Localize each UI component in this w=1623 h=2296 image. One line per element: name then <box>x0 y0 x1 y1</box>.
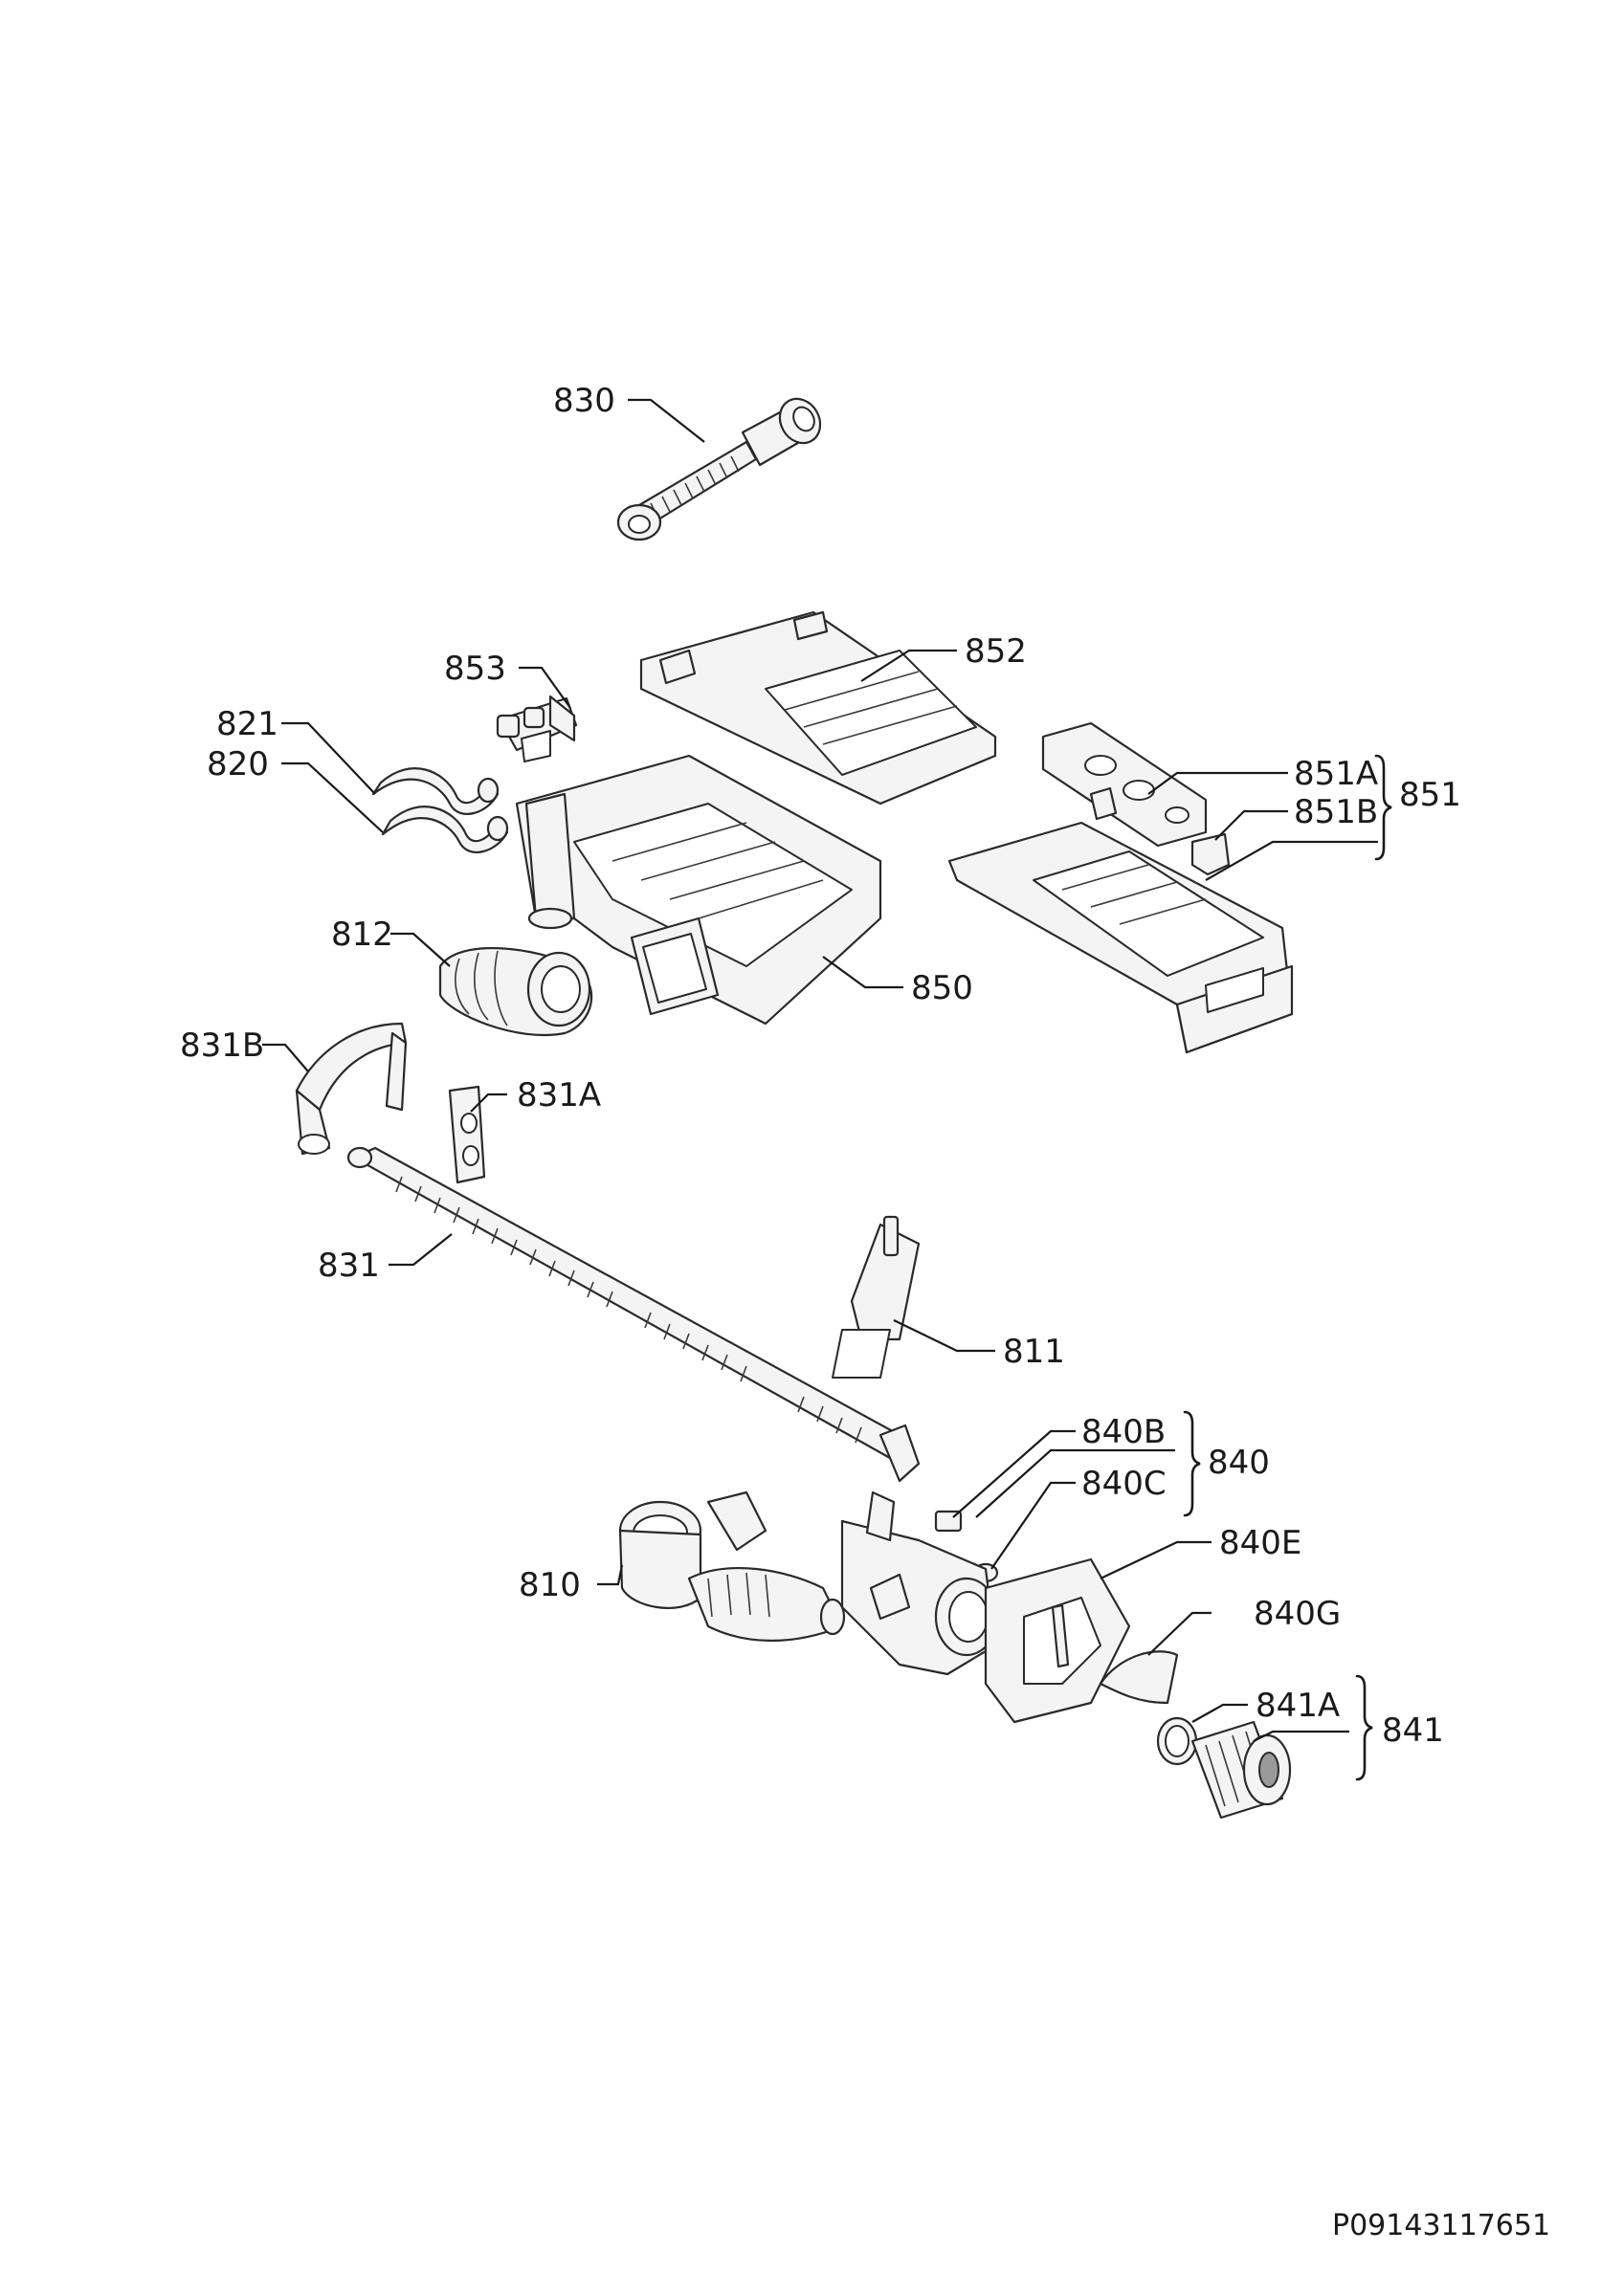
label-831: 831 <box>318 1247 380 1285</box>
part-852-dispenser-lid-drawing <box>639 610 997 806</box>
part-841A-seal-ring-drawing <box>1156 1716 1198 1766</box>
label-821: 821 <box>216 705 278 743</box>
label-851B: 851B <box>1294 793 1378 831</box>
label-850: 850 <box>911 969 973 1007</box>
label-840: 840 <box>1208 1444 1270 1482</box>
label-820: 820 <box>207 745 269 784</box>
label-840C: 840C <box>1081 1465 1167 1503</box>
label-831B: 831B <box>180 1027 264 1065</box>
label-840B: 840B <box>1081 1413 1166 1451</box>
leader-lines <box>262 398 1392 1781</box>
part-853-valve-drawing <box>496 695 578 762</box>
part-830-inlet-hose-drawing <box>616 397 822 541</box>
brace-851 <box>1374 754 1392 861</box>
label-841A: 841A <box>1256 1687 1340 1725</box>
part-851A-handle-drawing <box>1041 721 1208 848</box>
label-830: 830 <box>553 382 615 420</box>
part-851B-clip-drawing <box>1190 832 1231 876</box>
part-831-drain-hose-drawing <box>346 1146 921 1483</box>
label-831A: 831A <box>517 1076 601 1115</box>
brace-841 <box>1355 1674 1373 1781</box>
label-841: 841 <box>1382 1711 1444 1750</box>
part-851-drawer-drawing <box>947 821 1294 1054</box>
part-840-pump-drawing <box>840 1490 999 1676</box>
part-840E-housing-drawing <box>984 1557 1131 1724</box>
label-810: 810 <box>519 1566 581 1604</box>
label-851A: 851A <box>1294 755 1378 793</box>
part-labels: 830 853 852 821 820 851A 851B 851 812 85… <box>180 382 1550 2242</box>
label-853: 853 <box>444 650 506 688</box>
part-840G-cover-drawing <box>1099 1650 1179 1705</box>
part-841-filter-drawing <box>1190 1720 1292 1820</box>
part-810-sump-drawing <box>618 1490 846 1643</box>
part-811-connector-drawing <box>832 1215 921 1379</box>
part-820-821-hoses-drawing <box>371 767 509 853</box>
label-840E: 840E <box>1219 1524 1301 1562</box>
label-852: 852 <box>965 632 1027 671</box>
part-850-dispenser-housing-drawing <box>515 754 882 1026</box>
part-831B-hose-guide-drawing <box>295 1022 408 1156</box>
document-code: P09143117651 <box>1332 2209 1550 2242</box>
label-811: 811 <box>1003 1333 1065 1371</box>
label-851: 851 <box>1399 776 1461 814</box>
brace-840 <box>1183 1410 1201 1517</box>
label-812: 812 <box>331 916 393 954</box>
part-812-bellows-drawing <box>438 946 593 1037</box>
label-840G: 840G <box>1254 1595 1341 1633</box>
part-831A-bracket-drawing <box>448 1085 486 1184</box>
